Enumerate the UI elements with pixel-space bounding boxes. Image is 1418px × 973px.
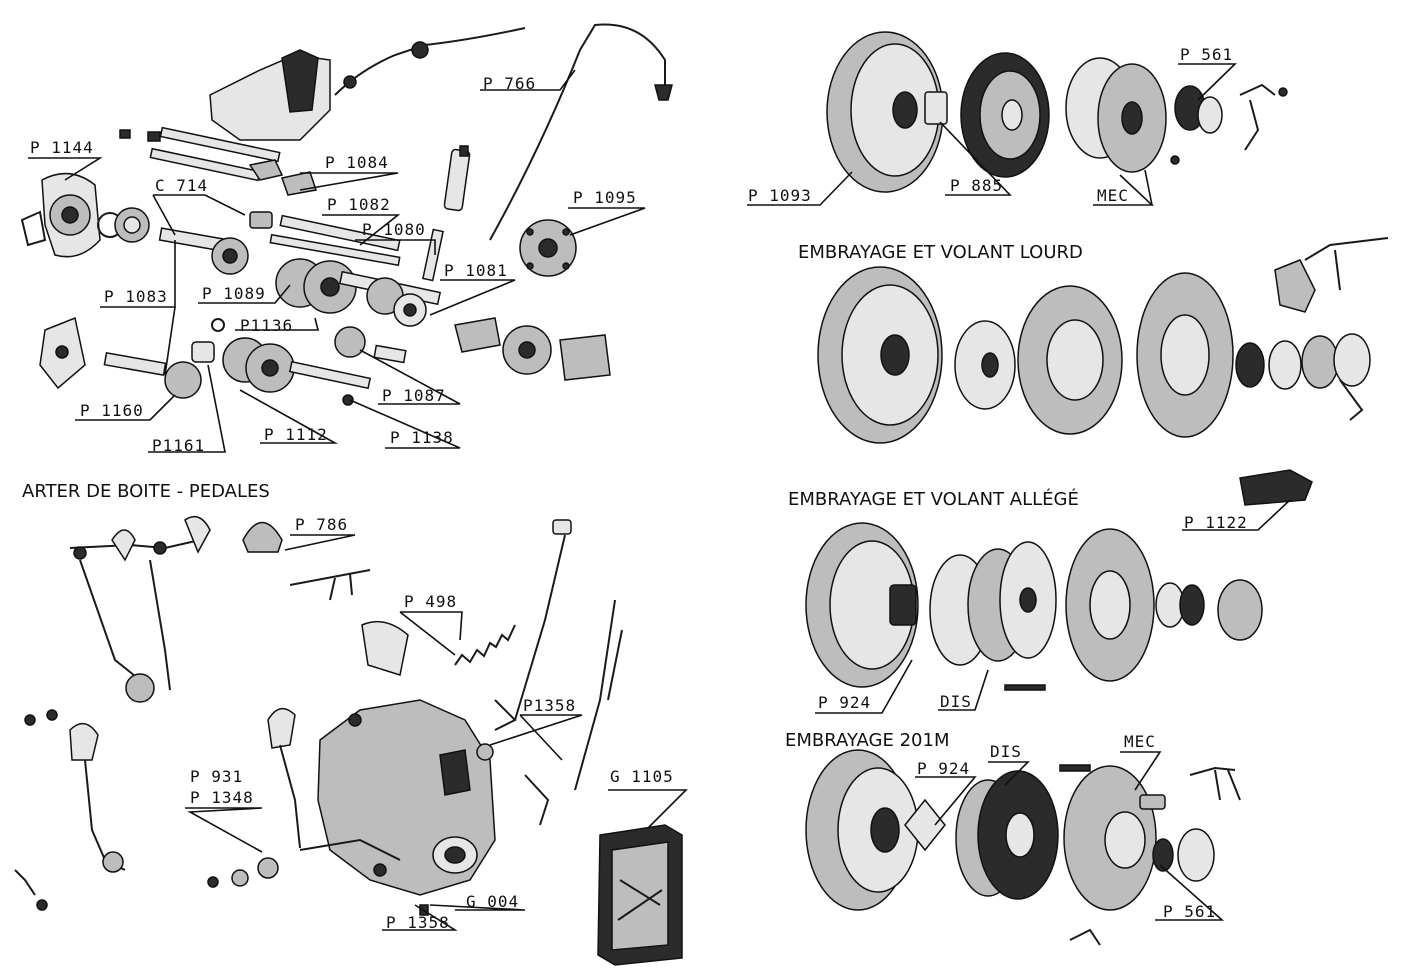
- label-mec-bottom: MEC: [1124, 732, 1156, 751]
- casing-pedals-group: [14, 515, 683, 966]
- label-p1136: P1136: [240, 316, 294, 335]
- label-mec-top: MEC: [1097, 186, 1129, 205]
- title-embrayage-volant-allege: EMBRAYAGE ET VOLANT ALLÉGÉ: [788, 489, 1079, 510]
- clutch-light-flywheel-group: [805, 469, 1313, 691]
- label-p1083: P 1083: [104, 287, 168, 306]
- leader-lines: [28, 63, 1291, 931]
- label-p1084: P 1084: [325, 153, 389, 172]
- clutch-top-group: [826, 31, 1288, 193]
- label-p924-bottom: P 924: [917, 759, 971, 778]
- label-p561-top: P 561: [1180, 45, 1234, 64]
- label-dis-middle: DIS: [940, 692, 972, 711]
- label-p931: P 931: [190, 767, 244, 786]
- title-embrayage-volant-lourd: EMBRAYAGE ET VOLANT LOURD: [798, 242, 1083, 263]
- label-p1087: P 1087: [382, 386, 446, 405]
- clutch-heavy-flywheel-group: [817, 237, 1389, 444]
- label-g004: G 004: [466, 892, 520, 911]
- label-p1082: P 1082: [327, 195, 391, 214]
- label-p498: P 498: [404, 592, 458, 611]
- label-dis-bottom: DIS: [990, 742, 1022, 761]
- label-p924-middle: P 924: [818, 693, 872, 712]
- label-p1080: P 1080: [362, 220, 426, 239]
- label-p1112: P 1112: [264, 425, 328, 444]
- label-p786: P 786: [295, 515, 349, 534]
- label-p1144: P 1144: [30, 138, 94, 157]
- label-g1105: G 1105: [610, 767, 674, 786]
- label-p1161: P1161: [152, 436, 206, 455]
- label-p1081: P 1081: [444, 261, 508, 280]
- label-p766: P 766: [483, 74, 537, 93]
- gearbox-internals-group: [20, 23, 673, 406]
- label-p561-bottom: P 561: [1163, 902, 1217, 921]
- label-p1122: P 1122: [1184, 513, 1248, 532]
- label-p885: P 885: [950, 176, 1004, 195]
- label-c714: C 714: [155, 176, 209, 195]
- clutch-201m-group: [805, 749, 1241, 946]
- label-p1358-lower: P 1358: [386, 913, 450, 932]
- title-embrayage-201m: EMBRAYAGE 201M: [785, 730, 950, 751]
- label-p1089: P 1089: [202, 284, 266, 303]
- label-p1348: P 1348: [190, 788, 254, 807]
- label-p1160: P 1160: [80, 401, 144, 420]
- label-p1358-upper: P1358: [523, 696, 577, 715]
- label-p1093: P 1093: [748, 186, 812, 205]
- label-p1138: P 1138: [390, 428, 454, 447]
- label-p1095: P 1095: [573, 188, 637, 207]
- title-carter-de-boite: ARTER DE BOITE - PEDALES: [22, 481, 270, 502]
